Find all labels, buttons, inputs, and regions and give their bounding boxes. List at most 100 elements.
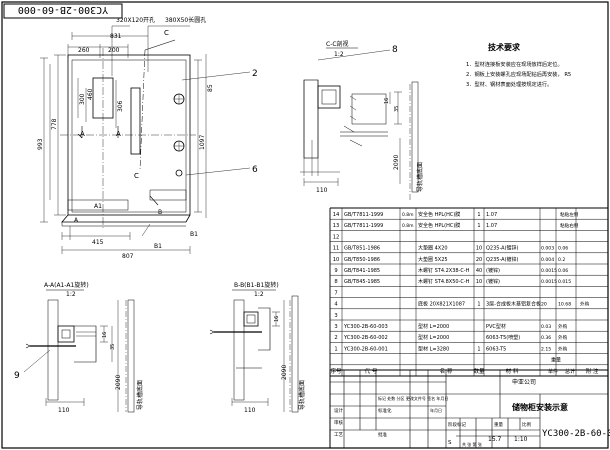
tb-approve: 批准 <box>378 431 387 438</box>
table-header: 材 料 <box>506 367 519 375</box>
tb-sheet-s: S <box>448 440 452 446</box>
table-cell-no: 10 <box>333 257 340 263</box>
table-cell-no: 9 <box>334 268 337 274</box>
dim-415: 415 <box>92 239 104 246</box>
table-cell-no: 13 <box>333 223 340 229</box>
balloon-2: 2 <box>252 69 258 79</box>
section-a-vertical-label: 导轨槽底面 <box>136 380 144 410</box>
table-cell-material: 3层-合成板木基铝复合板 <box>486 301 541 308</box>
dim-460: 460 <box>87 88 94 100</box>
table-cell-name: 木螺钉 ST4.8X50-C-H <box>418 278 470 285</box>
table-header: 代 号 <box>365 367 378 375</box>
table-cell-name: 大垫圈 5X25 <box>418 256 448 263</box>
table-cell-code: YC300-2B-60-003 <box>343 324 388 330</box>
base-edge <box>61 222 186 227</box>
table-cell-note: 粘贴右侧 <box>560 222 579 229</box>
table-cell-qty: 1 <box>477 212 480 218</box>
table-cell-weight: 0.004 <box>541 257 554 263</box>
section-c-profile <box>317 85 341 109</box>
title-block <box>329 369 609 449</box>
table-cell-weight: 0.003 <box>541 246 554 252</box>
section-c-dim-16: 16 <box>384 98 390 104</box>
section-c-dim-110: 110 <box>316 187 328 194</box>
section-b-title: B-B(B1-B1旋转) <box>234 281 279 289</box>
section-c-dim-35: 35 <box>394 106 400 112</box>
table-header-total: 总计 <box>565 368 575 375</box>
table-cell-no: 1 <box>334 346 337 352</box>
table-cell-name: 型材 L=2000 <box>418 323 449 330</box>
dim-778: 778 <box>51 118 58 130</box>
bottom-rail <box>67 199 129 211</box>
table-cell-no: 14 <box>333 212 340 218</box>
tb-stage: 阶段标记 <box>448 421 466 428</box>
table-header: 序号 <box>330 367 342 375</box>
table-header-weight: 重量 <box>551 357 561 364</box>
table-cell-name: 底板 20X821X1087 <box>418 301 465 308</box>
table-cell-material: (镀锌) <box>486 278 500 285</box>
table-cell-total: 10.68 <box>558 302 571 308</box>
table-cell-weight: 2.15 <box>541 346 551 352</box>
tb-scale: 1:10 <box>514 436 528 443</box>
tb-scale-label: 比例 <box>522 421 531 428</box>
dim-807: 807 <box>122 253 134 260</box>
code-box: YC300-2B-60-000 <box>3 3 123 19</box>
section-a-dim-2090: 2090 <box>115 375 122 390</box>
table-cell-material: 6063-T5 <box>486 346 506 352</box>
title-block-title: 储物柜安装示意 <box>511 402 568 412</box>
callout-380x50: 380X50长圆孔 <box>165 16 206 24</box>
table-cell-material: Q235-A(镀锌) <box>486 256 519 263</box>
table-cell-no: 12 <box>333 234 340 240</box>
cabinet-inner <box>71 59 187 213</box>
section-b-scale: 1:2 <box>254 291 264 298</box>
table-header: 数量 <box>473 367 485 375</box>
table-cell-name: 木螺钉 ST4.2X38-C-H <box>418 267 470 274</box>
table-cell-code: GB/T850-1986 <box>344 257 380 263</box>
dim-260: 260 <box>78 47 90 54</box>
letter-c-top: C <box>164 29 169 37</box>
letter-a-right: A <box>116 130 121 138</box>
base-profile <box>61 214 191 223</box>
table-cell-weight: 20 <box>541 302 547 308</box>
title-block-company: 申亚公司 <box>512 378 536 386</box>
table-cell-material: 1.07 <box>486 223 497 229</box>
leader-9 <box>23 349 51 373</box>
leader-slot <box>147 25 190 72</box>
table-cell-qty: 1 <box>477 223 480 229</box>
letter-b1-right: B1 <box>190 231 198 238</box>
tb-weight: 15.7 <box>488 436 502 443</box>
table-cell-qty: 10 <box>476 279 482 285</box>
letter-b: B <box>158 209 162 216</box>
table-cell-total: 外购 <box>558 334 568 341</box>
section-a-dim-110: 110 <box>58 407 70 414</box>
title-block-code: YC300-2B-60-000 <box>542 429 610 439</box>
section-a <box>23 289 135 413</box>
letter-a1: A1 <box>94 203 102 210</box>
dim-993: 993 <box>37 138 44 150</box>
table-cell-code: GB/T845-1985 <box>344 279 380 285</box>
tb-change-sign: 标记 处数 分区 更改文件号 签名 年月日 <box>378 395 448 401</box>
table-cell-total: 0.06 <box>558 268 568 274</box>
slot-380x50 <box>130 87 141 155</box>
letter-b1-bottom: B1 <box>154 243 162 250</box>
table-cell-total: 外购 <box>558 323 568 330</box>
tech-notes-title: 技术要求 <box>488 42 521 52</box>
table-cell-name: 安全色 HPL(HC)膜 <box>418 211 460 218</box>
table-cell-total: 0.06 <box>558 246 568 252</box>
table-cell-qty: 1 <box>477 302 480 308</box>
tb-weight-label: 重量 <box>494 421 503 428</box>
table-cell-code: YC300-2B-60-002 <box>343 335 388 341</box>
table-cell-total: 0.2 <box>558 257 565 263</box>
leader-2 <box>181 71 251 81</box>
table-cell-name: 安全色 HPL(HC)膜 <box>418 222 460 229</box>
tb-standard: 标准化 <box>378 407 392 414</box>
table-cell-code: GB/T841-1985 <box>344 268 380 274</box>
section-c <box>300 47 419 200</box>
table-cell-code: GB/T7811-1999 <box>344 223 383 229</box>
table-cell-total: 外购 <box>558 345 568 352</box>
table-cell-weight: 0.0015 <box>541 279 557 285</box>
table-cell-code: GB/T851-1986 <box>344 246 380 252</box>
letter-a-bottom: A <box>74 217 79 224</box>
rail-block <box>149 189 187 201</box>
section-a-labels: A-A(A1-A1旋转) 1:2 9 110 16 35 2090 导轨槽底面 <box>14 281 144 414</box>
